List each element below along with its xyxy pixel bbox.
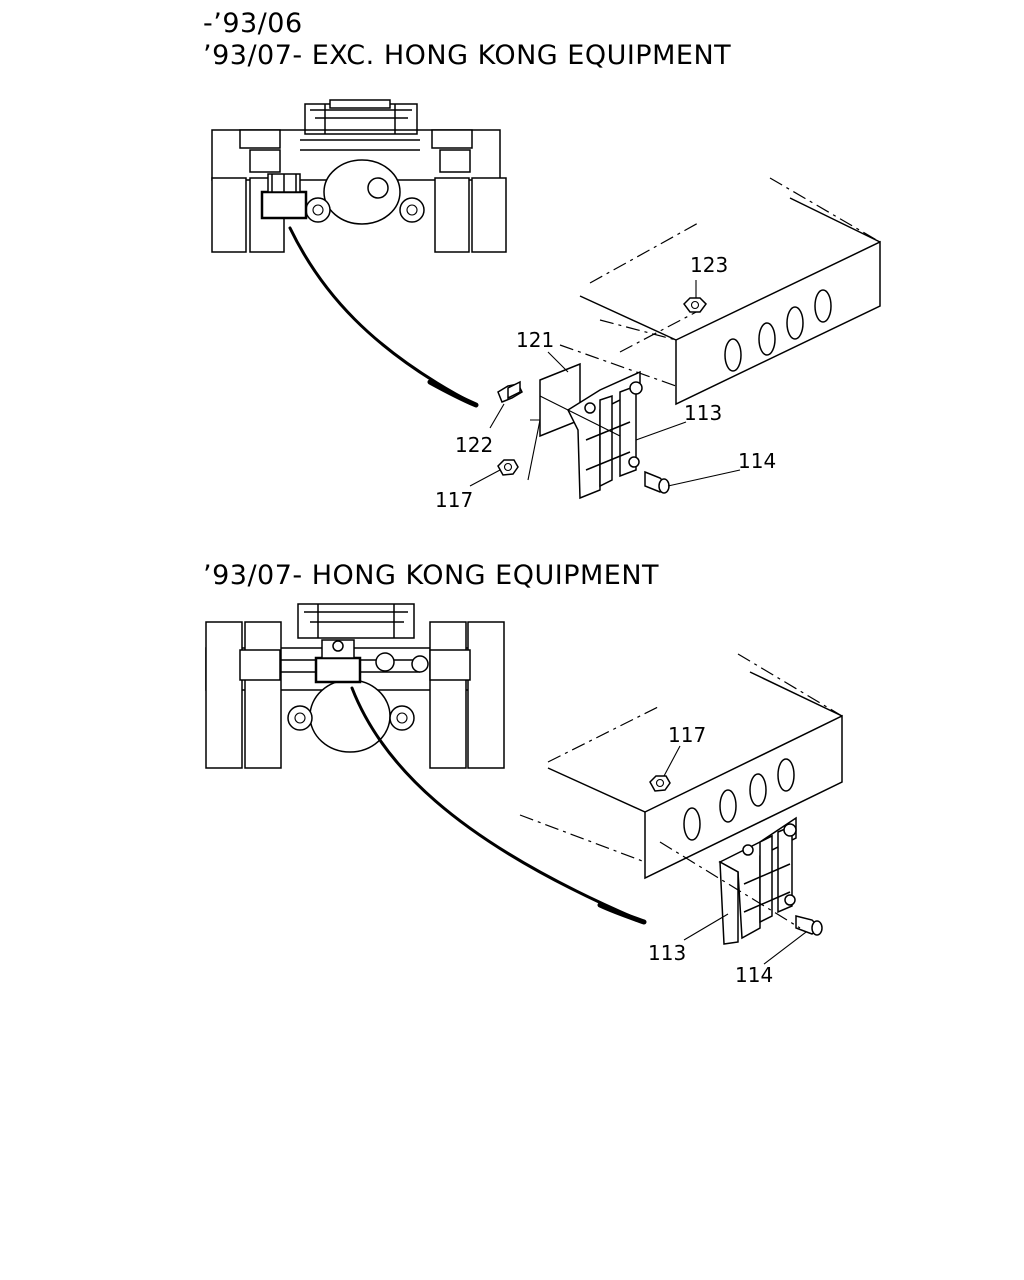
bottom-diagram: 117 113 114 xyxy=(205,603,843,987)
leader-cable-bottom xyxy=(350,686,646,924)
heading-exc-hong-kong: ’93/07- EXC. HONG KONG EQUIPMENT xyxy=(203,40,732,71)
heading-hong-kong: ’93/07- HONG KONG EQUIPMENT xyxy=(203,560,660,591)
chassis-frame-top xyxy=(559,177,881,406)
chassis-frame-bottom xyxy=(519,653,843,880)
callout-122: 122 xyxy=(455,433,493,457)
truck-rear-view-top xyxy=(211,99,507,253)
bracket-assembly-top xyxy=(527,362,643,500)
bolt-122 xyxy=(497,380,523,403)
callout-113-bottom: 113 xyxy=(648,941,686,965)
leader-cable-top xyxy=(288,226,478,407)
callout-117-bottom: 117 xyxy=(668,723,706,747)
callout-113-top: 113 xyxy=(684,401,722,425)
callout-121: 121 xyxy=(516,328,554,352)
callout-123: 123 xyxy=(690,253,728,277)
top-diagram: 123 121 113 114 122 117 xyxy=(211,99,881,512)
bracket-assembly-bottom xyxy=(718,816,797,945)
bolt-114-top xyxy=(644,470,670,494)
callout-114-bottom: 114 xyxy=(735,963,773,987)
bolt-114-bottom xyxy=(795,915,823,936)
nut-123 xyxy=(683,297,707,313)
heading-date-range-1: -’93/06 xyxy=(203,8,303,39)
callout-117-top: 117 xyxy=(435,488,473,512)
truck-rear-view-bottom xyxy=(205,603,505,769)
callout-114-top: 114 xyxy=(738,449,776,473)
nut-117-bottom xyxy=(649,775,671,792)
nut-117-top xyxy=(497,459,519,476)
